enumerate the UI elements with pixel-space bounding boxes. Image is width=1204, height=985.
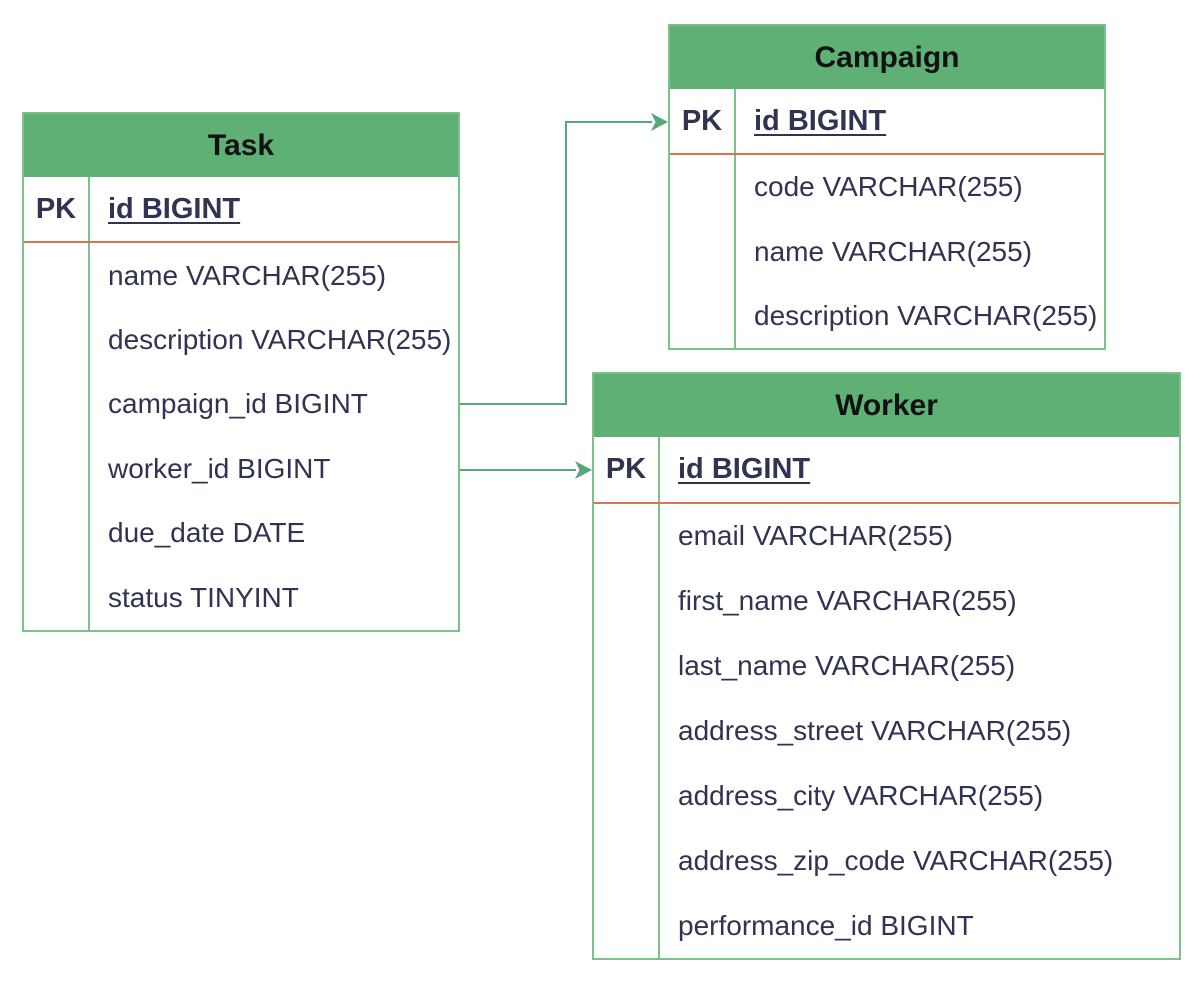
field-row[interactable]: code VARCHAR(255): [670, 155, 1104, 220]
empty-key-cell: [594, 633, 660, 699]
pk-field-text: id BIGINT: [108, 192, 241, 225]
field-text: description VARCHAR(255): [754, 299, 1098, 331]
entity-table-campaign[interactable]: Campaign PK id BIGINT code VARCHAR(255) n…: [668, 24, 1106, 350]
field-text: worker_id BIGINT: [108, 452, 331, 484]
pk-key-label: PK: [670, 89, 736, 154]
field-row[interactable]: status TINYINT: [24, 565, 458, 630]
arrow-right-icon: [575, 461, 592, 479]
empty-key-cell: [24, 307, 90, 373]
entity-table-task[interactable]: Task PK id BIGINT name VARCHAR(255) descr…: [22, 112, 460, 632]
field-row[interactable]: performance_id BIGINT: [594, 893, 1179, 958]
field-row[interactable]: name VARCHAR(255): [670, 219, 1104, 284]
field-row[interactable]: last_name VARCHAR(255): [594, 633, 1179, 699]
empty-key-cell: [670, 283, 736, 348]
field-text: due_date DATE: [108, 517, 306, 549]
empty-key-cell: [24, 243, 90, 308]
field-row[interactable]: first_name VARCHAR(255): [594, 568, 1179, 634]
connector-task-campaign[interactable]: [460, 121, 652, 405]
entity-title: Worker: [594, 374, 1179, 437]
entity-title: Task: [24, 114, 458, 177]
field-text: status TINYINT: [108, 581, 299, 613]
entity-title: Campaign: [670, 26, 1104, 89]
field-row[interactable]: description VARCHAR(255): [670, 283, 1104, 348]
empty-key-cell: [594, 503, 660, 569]
field-text: performance_id BIGINT: [678, 909, 974, 941]
empty-key-cell: [594, 763, 660, 829]
field-text: address_zip_code VARCHAR(255): [678, 844, 1114, 876]
empty-key-cell: [24, 565, 90, 630]
pk-row[interactable]: PK id BIGINT: [24, 177, 458, 244]
field-text: first_name VARCHAR(255): [678, 585, 1017, 617]
field-text: campaign_id BIGINT: [108, 388, 368, 420]
empty-key-cell: [24, 372, 90, 437]
pk-field-text: id BIGINT: [754, 104, 887, 137]
empty-key-cell: [670, 155, 736, 220]
field-row[interactable]: address_zip_code VARCHAR(255): [594, 828, 1179, 894]
field-row[interactable]: address_street VARCHAR(255): [594, 698, 1179, 764]
entity-table-worker[interactable]: Worker PK id BIGINT email VARCHAR(255) fi…: [592, 372, 1181, 960]
field-row[interactable]: worker_id BIGINT: [24, 436, 458, 502]
empty-key-cell: [594, 893, 660, 958]
field-text: description VARCHAR(255): [108, 324, 452, 356]
pk-key-label: PK: [24, 177, 90, 242]
empty-key-cell: [594, 568, 660, 634]
field-row[interactable]: campaign_id BIGINT: [24, 372, 458, 437]
pk-field-text: id BIGINT: [678, 452, 811, 485]
empty-key-cell: [24, 501, 90, 566]
arrow-right-icon: [651, 113, 668, 131]
field-row[interactable]: name VARCHAR(255): [24, 243, 458, 308]
pk-row[interactable]: PK id BIGINT: [670, 89, 1104, 156]
field-row[interactable]: email VARCHAR(255): [594, 503, 1179, 569]
field-text: address_street VARCHAR(255): [678, 714, 1072, 746]
field-text: address_city VARCHAR(255): [678, 779, 1044, 811]
field-text: name VARCHAR(255): [754, 235, 1033, 267]
field-text: last_name VARCHAR(255): [678, 650, 1016, 682]
pk-row[interactable]: PK id BIGINT: [594, 437, 1179, 504]
empty-key-cell: [594, 828, 660, 894]
empty-key-cell: [594, 698, 660, 764]
field-row[interactable]: address_city VARCHAR(255): [594, 763, 1179, 829]
field-text: code VARCHAR(255): [754, 171, 1023, 203]
empty-key-cell: [24, 436, 90, 502]
empty-key-cell: [670, 219, 736, 284]
field-text: email VARCHAR(255): [678, 520, 953, 552]
pk-key-label: PK: [594, 437, 660, 502]
field-row[interactable]: due_date DATE: [24, 501, 458, 566]
field-row[interactable]: description VARCHAR(255): [24, 307, 458, 373]
field-text: name VARCHAR(255): [108, 259, 387, 291]
